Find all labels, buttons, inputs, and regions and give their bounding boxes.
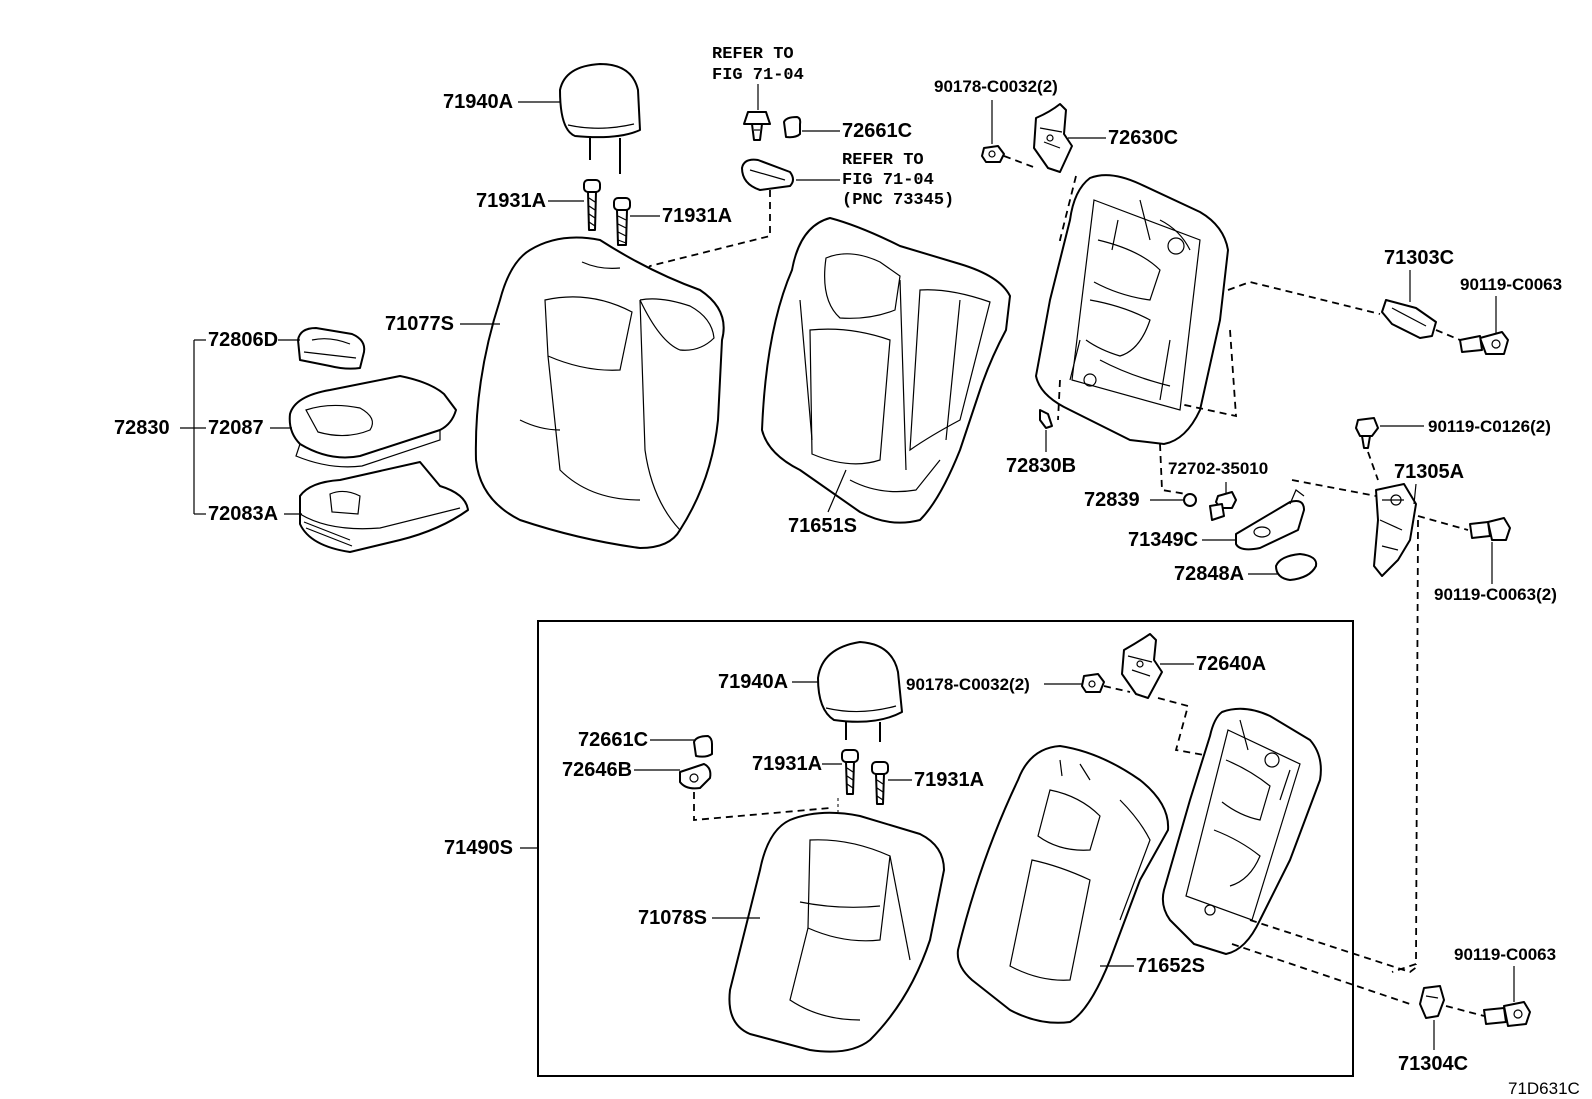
label-cap-top: 72661C: [842, 120, 912, 142]
label-pin-bottom-left: 71931A: [752, 753, 822, 775]
bolt-72702[interactable]: [1209, 491, 1237, 521]
label-bolt-90119-c0063-2: 90119-C0063(2): [1434, 585, 1557, 604]
label-pin-bottom-right: 71931A: [914, 769, 984, 791]
label-seat-cover-bottom: 71078S: [638, 907, 707, 929]
cap-72848a[interactable]: [1275, 553, 1318, 581]
headrest-pin-bottom-left[interactable]: [841, 749, 859, 795]
bolt-90119-c0063-bottom[interactable]: [1483, 1001, 1531, 1027]
seat-back-pad-top[interactable]: [761, 217, 1011, 524]
label-guide-72646b: 72646B: [562, 759, 632, 781]
label-armrest-group: 72830: [114, 417, 170, 439]
reference-mid-line1: REFER TO: [842, 151, 924, 170]
label-clip-72830b: 72830B: [1006, 455, 1076, 477]
seat-back-pad-bottom[interactable]: [956, 745, 1170, 1024]
label-pin-top-left: 71931A: [476, 190, 546, 212]
plate-71349c[interactable]: [1235, 489, 1305, 551]
label-seat-back-pad-top: 71651S: [788, 515, 857, 537]
label-plug-72839: 72839: [1084, 489, 1140, 511]
label-bolt-72702: 72702-35010: [1168, 459, 1268, 478]
headrest-pin-bottom-right[interactable]: [871, 761, 889, 805]
headrest-pin-top-left[interactable]: [583, 179, 601, 231]
label-seat-back-pad-bottom: 71652S: [1136, 955, 1205, 977]
label-seat-cover-top: 71077S: [385, 313, 454, 335]
label-hinge-71303c: 71303C: [1384, 247, 1454, 269]
hinge-71304c[interactable]: [1419, 985, 1445, 1019]
bracket-71305a[interactable]: [1373, 483, 1417, 577]
armrest-cup[interactable]: [297, 327, 366, 370]
nut-top[interactable]: [981, 145, 1005, 163]
armrest-top[interactable]: [288, 375, 457, 468]
label-bolt-cover-bottom: 90178-C0032(2): [906, 675, 1030, 694]
plug-72839[interactable]: [1183, 493, 1197, 507]
reference-top-line1: REFER TO: [712, 45, 794, 64]
nut-bottom[interactable]: [1081, 673, 1105, 693]
cap-top[interactable]: [783, 116, 802, 139]
label-headrest-top: 71940A: [443, 91, 513, 113]
diagram-code: 71D631C: [1508, 1079, 1580, 1098]
bolt-90119-c0126[interactable]: [1355, 417, 1379, 449]
label-headrest-bottom: 71940A: [718, 671, 788, 693]
headrest-bottom[interactable]: [817, 641, 903, 742]
cap-bottom[interactable]: [693, 735, 713, 758]
trim-piece-73345[interactable]: [741, 158, 794, 191]
clip-top[interactable]: [743, 111, 771, 141]
label-armrest-top: 72087: [208, 417, 264, 439]
label-armrest-bottom: 72083A: [208, 503, 278, 525]
headrest-pin-top-right[interactable]: [613, 197, 631, 246]
seat-back-frame-bottom[interactable]: [1161, 707, 1322, 955]
label-seat-back-assy: 71490S: [444, 837, 513, 859]
armrest-bottom[interactable]: [299, 461, 469, 553]
label-pin-top-right: 71931A: [662, 205, 732, 227]
bracket-72640a[interactable]: [1121, 633, 1163, 699]
label-bolt-90119-top: 90119-C0063: [1460, 275, 1562, 294]
guide-72646b[interactable]: [679, 763, 712, 790]
label-cap-72848a: 72848A: [1174, 563, 1244, 585]
reference-top-line2: FIG 71-04: [712, 66, 804, 85]
seat-back-frame-top[interactable]: [1035, 174, 1229, 445]
label-bolt-90119-bottom: 90119-C0063: [1454, 945, 1556, 964]
label-cap-bottom: 72661C: [578, 729, 648, 751]
seat-back-cover-bottom[interactable]: [728, 811, 945, 1053]
label-armrest-cup: 72806D: [208, 329, 278, 351]
bolt-90119-c0063-2[interactable]: [1469, 517, 1511, 541]
label-hinge-71304c: 71304C: [1398, 1053, 1468, 1075]
label-bolt-90119-c0126: 90119-C0126(2): [1428, 417, 1551, 436]
label-bracket-71305a: 71305A: [1394, 461, 1464, 483]
reference-mid-line2: FIG 71-04: [842, 171, 934, 190]
bolt-90119-c0063-top[interactable]: [1459, 331, 1509, 355]
label-bracket-72640a: 72640A: [1196, 653, 1266, 675]
reference-mid-line3: (PNC 73345): [842, 191, 954, 210]
bracket-72630c[interactable]: [1033, 103, 1073, 173]
label-bolt-cover-top: 90178-C0032(2): [934, 77, 1058, 96]
hinge-71303c[interactable]: [1381, 299, 1437, 339]
clip-72830b[interactable]: [1039, 409, 1053, 429]
label-bracket-72630c: 72630C: [1108, 127, 1178, 149]
label-plate-71349c: 71349C: [1128, 529, 1198, 551]
seat-back-cover-top[interactable]: [474, 236, 725, 549]
headrest-top[interactable]: [559, 63, 641, 174]
